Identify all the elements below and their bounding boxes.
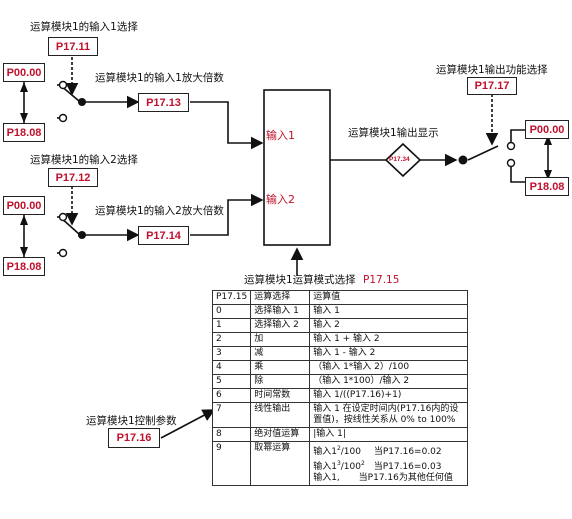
table-cell: 9 bbox=[211, 441, 252, 486]
table-cell: 5 bbox=[211, 374, 252, 389]
table-header-row: P17.15 运算选择 运算值 bbox=[211, 290, 468, 305]
table-cell: 除 bbox=[250, 374, 311, 389]
input1-port-label: 输入1 bbox=[266, 129, 295, 142]
table-cell: |输入 1| bbox=[309, 427, 468, 442]
table-row: 3 减 输入 1 - 输入 2 bbox=[211, 346, 468, 361]
param-box-p1808-b: P18.08 bbox=[3, 257, 45, 276]
param-box-p0000-a: P00.00 bbox=[3, 63, 45, 82]
power-l3-input: 输入1, bbox=[313, 473, 340, 483]
power-line-1: 输入12/100 当P17.16=0.02 bbox=[313, 443, 464, 458]
power-l2-input: 输入1 bbox=[313, 462, 337, 472]
table-row: 9 取幂运算 输入12/100 当P17.16=0.02 输入13/1002 当… bbox=[211, 441, 468, 486]
param-box-p1717: P17.17 bbox=[467, 77, 517, 95]
table-cell: 1 bbox=[211, 318, 252, 333]
input1-amp-label: 运算模块1的输入1放大倍数 bbox=[95, 72, 224, 84]
table-header-cell: 运算值 bbox=[309, 290, 468, 305]
input1-select-label: 运算模块1的输入1选择 bbox=[30, 21, 138, 33]
table-cell: 2 bbox=[211, 332, 252, 347]
param-box-p0000-c: P00.00 bbox=[525, 120, 569, 139]
table-cell: 输入 1/((P17.16)+1) bbox=[309, 388, 468, 403]
power-l1-exp: 2 bbox=[336, 445, 341, 452]
table-row: 0 选择输入 1 输入 1 bbox=[211, 304, 468, 319]
param-box-p1808-a: P18.08 bbox=[3, 123, 45, 142]
output-display-label: 运算模块1输出显示 bbox=[348, 127, 439, 139]
table-cell: 乘 bbox=[250, 360, 311, 375]
table-cell: 线性输出 bbox=[250, 402, 311, 428]
table-row: 7 线性输出 输入 1 在设定时间内(P17.16内的设置值)，按线性关系从 0… bbox=[211, 402, 468, 428]
table-row: 2 加 输入 1 + 输入 2 bbox=[211, 332, 468, 347]
table-cell: 输入 1 - 输入 2 bbox=[309, 346, 468, 361]
table-cell: 输入 1 bbox=[309, 304, 468, 319]
param-box-p1711: P17.11 bbox=[48, 37, 98, 56]
table-cell: （输入 1*100）/输入 2 bbox=[309, 374, 468, 389]
mode-select-text: 运算模块1运算模式选择 bbox=[244, 274, 356, 286]
table-cell: 8 bbox=[211, 427, 252, 442]
power-l3-cond: 当P17.16为其他任何值 bbox=[358, 473, 453, 483]
param-box-p1712: P17.12 bbox=[48, 168, 98, 187]
table-cell: 减 bbox=[250, 346, 311, 361]
table-cell: 输入 1 在设定时间内(P17.16内的设置值)，按线性关系从 0% to 10… bbox=[309, 402, 468, 428]
table-cell: 取幂运算 bbox=[250, 441, 311, 486]
table-cell: 4 bbox=[211, 360, 252, 375]
table-header-cell: 运算选择 bbox=[250, 290, 311, 305]
mode-select-label: 运算模块1运算模式选择 P17.15 bbox=[244, 274, 399, 286]
power-l2-exp2: 2 bbox=[360, 460, 365, 467]
output-function-label: 运算模块1输出功能选择 bbox=[436, 64, 548, 76]
table-row: 6 时间常数 输入 1/((P17.16)+1) bbox=[211, 388, 468, 403]
power-l2-div: /100 bbox=[340, 462, 361, 472]
operation-mode-table: P17.15 运算选择 运算值 0 选择输入 1 输入 1 1 选择输入 2 输… bbox=[211, 290, 468, 486]
table-cell: 时间常数 bbox=[250, 388, 311, 403]
table-row: 5 除 （输入 1*100）/输入 2 bbox=[211, 374, 468, 389]
table-cell: 0 bbox=[211, 304, 252, 319]
power-l2-cond: 当P17.16=0.03 bbox=[373, 462, 442, 472]
param-box-p1714: P17.14 bbox=[138, 226, 189, 245]
param-box-p1808-c: P18.08 bbox=[525, 177, 569, 196]
param-box-p0000-b: P00.00 bbox=[3, 196, 45, 215]
input2-port-label: 输入2 bbox=[266, 193, 295, 206]
table-row: 1 选择输入 2 输入 2 bbox=[211, 318, 468, 333]
table-cell: 选择输入 1 bbox=[250, 304, 311, 319]
table-cell: 7 bbox=[211, 402, 252, 428]
power-line-3: 输入1, 当P17.16为其他任何值 bbox=[313, 473, 464, 484]
power-l2-exp: 3 bbox=[336, 460, 341, 467]
param-box-p1716: P17.16 bbox=[108, 428, 160, 448]
display-code-p1734: P17.34 bbox=[389, 156, 410, 163]
input2-select-label: 运算模块1的输入2选择 bbox=[30, 154, 138, 166]
power-l1-input: 输入1 bbox=[313, 447, 337, 457]
table-row: 8 绝对值运算 |输入 1| bbox=[211, 427, 468, 442]
table-cell: 加 bbox=[250, 332, 311, 347]
table-cell: 输入 1 + 输入 2 bbox=[309, 332, 468, 347]
table-cell: 绝对值运算 bbox=[250, 427, 311, 442]
table-cell: 6 bbox=[211, 388, 252, 403]
table-row: 4 乘 （输入 1*输入 2）/100 bbox=[211, 360, 468, 375]
table-cell: 3 bbox=[211, 346, 252, 361]
power-line-2: 输入13/1002 当P17.16=0.03 bbox=[313, 458, 464, 473]
param-box-p1713: P17.13 bbox=[138, 93, 189, 112]
input2-amp-label: 运算模块1的输入2放大倍数 bbox=[95, 205, 224, 217]
power-l1-cond: 当P17.16=0.02 bbox=[373, 447, 442, 457]
power-operation-cell: 输入12/100 当P17.16=0.02 输入13/1002 当P17.16=… bbox=[309, 441, 468, 486]
table-cell: 选择输入 2 bbox=[250, 318, 311, 333]
table-cell: （输入 1*输入 2）/100 bbox=[309, 360, 468, 375]
table-cell: 输入 2 bbox=[309, 318, 468, 333]
power-l1-div: /100 bbox=[340, 447, 361, 457]
mode-select-code: P17.15 bbox=[363, 274, 400, 286]
control-param-label: 运算模块1控制参数 bbox=[86, 415, 177, 427]
table-header-cell: P17.15 bbox=[211, 290, 252, 305]
